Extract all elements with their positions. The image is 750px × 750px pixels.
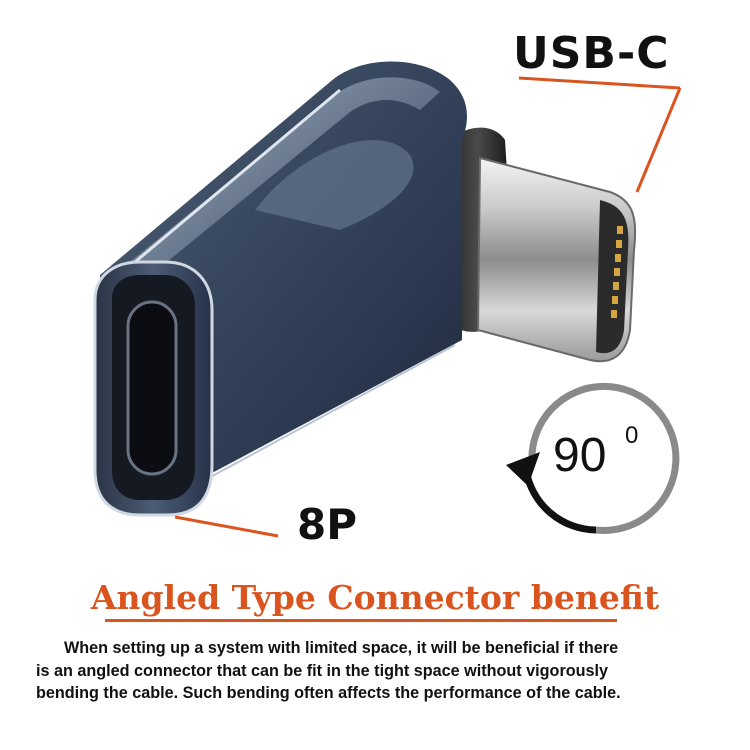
usb-c-plug [440, 127, 637, 363]
rotation-arrow-icon [506, 382, 680, 534]
paragraph-line-2: is an angled connector that can be fit i… [36, 661, 609, 680]
benefit-paragraph: When setting up a system with limited sp… [36, 637, 726, 705]
heading-underline [105, 619, 617, 622]
rotation-degree-number: 90 [553, 429, 607, 482]
benefit-heading: Angled Type Connector benefit [90, 578, 660, 617]
eight-pin-label: 8P [297, 500, 358, 549]
paragraph-line-3: bending the cable. Such bending often af… [36, 684, 621, 702]
rotation-degree-superscript: 0 [625, 422, 639, 449]
plug-pins [611, 226, 623, 318]
socket-face [93, 260, 214, 517]
callout-lines [174, 76, 682, 538]
usb-c-label: USB-C [513, 28, 670, 79]
paragraph-line-1: When setting up a system with limited sp… [64, 639, 619, 657]
